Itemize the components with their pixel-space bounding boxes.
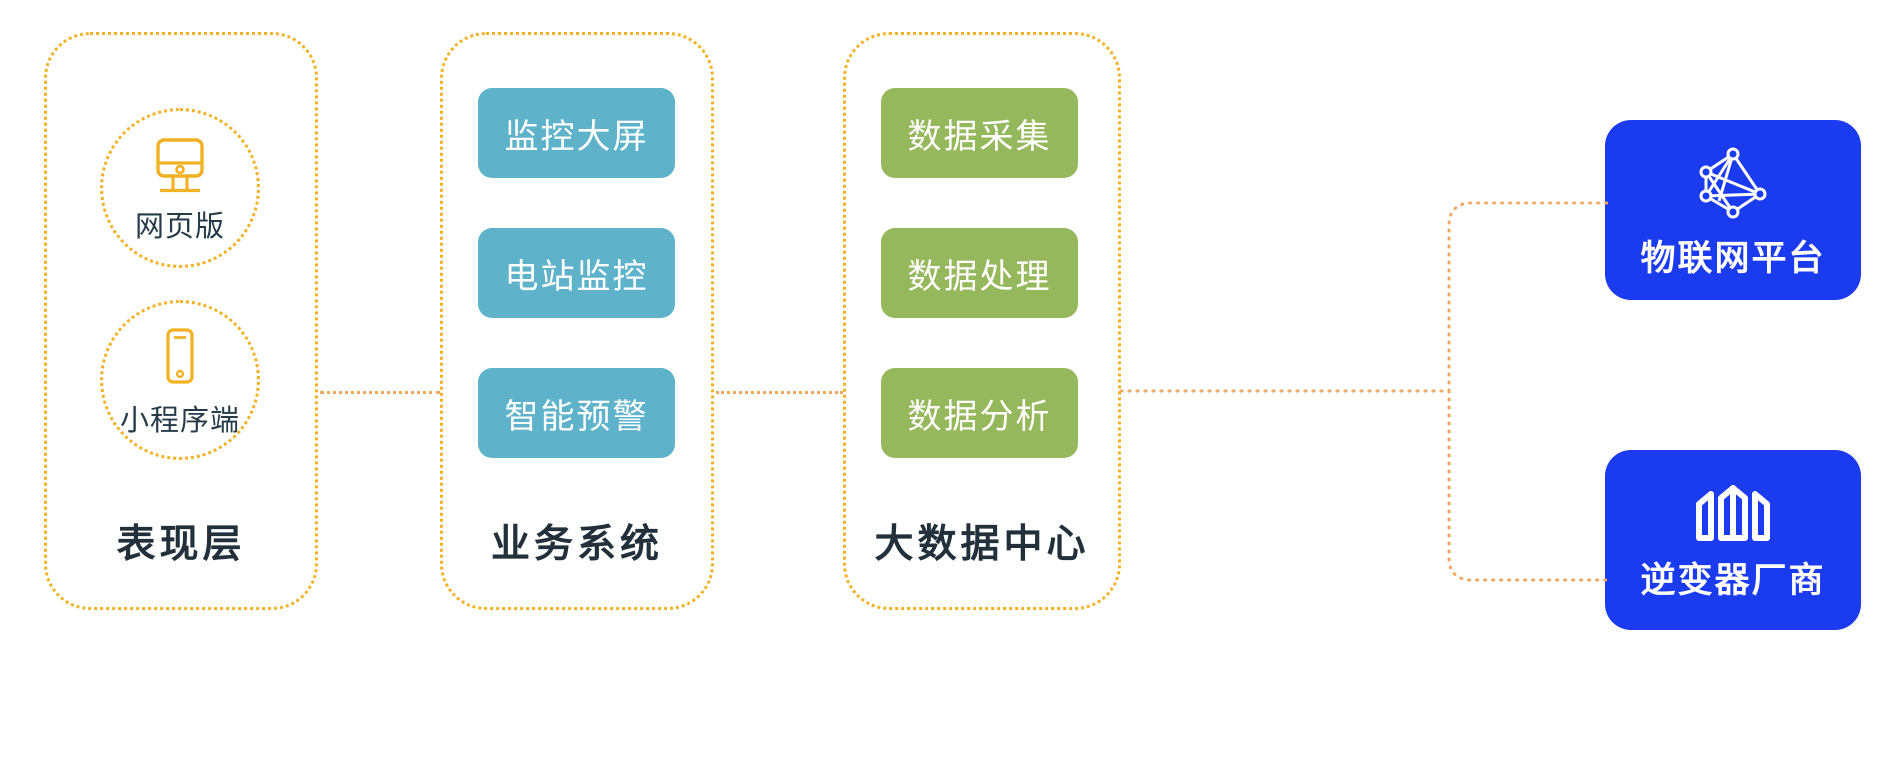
card-data-analysis[interactable]: 数据分析 bbox=[881, 368, 1078, 458]
card-smart-alert[interactable]: 智能预警 bbox=[478, 368, 675, 458]
card-data-collection[interactable]: 数据采集 bbox=[881, 88, 1078, 178]
buildings-icon bbox=[1691, 482, 1775, 550]
card-station-monitoring[interactable]: 电站监控 bbox=[478, 228, 675, 318]
node-label: 网页版 bbox=[134, 208, 225, 243]
column-frame-presentation bbox=[44, 32, 318, 610]
card-data-processing[interactable]: 数据处理 bbox=[881, 228, 1078, 318]
connector-bigdata-to-external bbox=[1119, 201, 1609, 582]
node-webpage[interactable]: 网页版 bbox=[100, 108, 260, 268]
network-mesh-icon bbox=[1690, 144, 1776, 228]
card-iot-platform[interactable]: 物联网平台 bbox=[1605, 120, 1861, 300]
card-label: 物联网平台 bbox=[1640, 238, 1826, 279]
column-frame-bigdata bbox=[843, 32, 1121, 610]
connector-presentation-to-business bbox=[320, 391, 440, 394]
node-miniprogram[interactable]: 小程序端 bbox=[100, 300, 260, 460]
section-title-bigdata: 大数据中心 bbox=[874, 522, 1090, 567]
connector-business-to-bigdata bbox=[716, 391, 843, 394]
card-inverter-vendor[interactable]: 逆变器厂商 bbox=[1605, 450, 1861, 630]
mobile-phone-icon bbox=[153, 326, 207, 396]
column-frame-business bbox=[440, 32, 714, 610]
monitor-icon bbox=[145, 136, 215, 202]
section-title-presentation: 表现层 bbox=[116, 522, 246, 567]
card-label: 逆变器厂商 bbox=[1640, 560, 1826, 601]
section-title-business: 业务系统 bbox=[490, 522, 663, 567]
card-monitor-screen[interactable]: 监控大屏 bbox=[478, 88, 675, 178]
node-label: 小程序端 bbox=[119, 402, 240, 437]
